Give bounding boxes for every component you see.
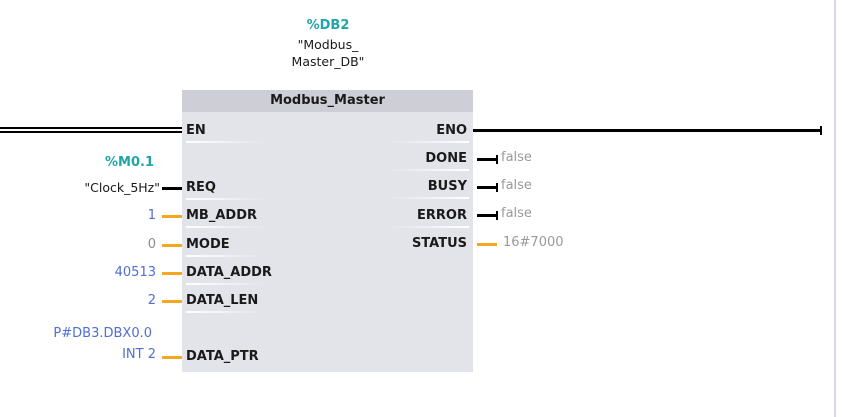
data-addr-value[interactable]: 40513 (114, 265, 156, 280)
data-len-value[interactable]: 2 (147, 293, 156, 308)
pin-en: EN (186, 123, 206, 138)
mode-value[interactable]: 0 (147, 237, 156, 252)
eno-wire (473, 129, 822, 132)
mode-wire (162, 244, 182, 247)
pin-req: REQ (186, 180, 216, 195)
pin-error: ERROR (417, 208, 467, 223)
pin-data-len: DATA_LEN (186, 293, 259, 308)
mb-addr-value[interactable]: 1 (147, 208, 156, 223)
busy-wire (477, 186, 497, 189)
pin-mode: MODE (186, 237, 230, 252)
mb-addr-wire (162, 215, 182, 218)
req-wire (162, 187, 182, 190)
instance-db-address[interactable]: %DB2 (306, 18, 350, 33)
data-ptr-value-line2[interactable]: INT 2 (122, 347, 156, 362)
done-value: false (501, 150, 532, 165)
status-value: 16#7000 (503, 235, 564, 250)
block-title: Modbus_Master (182, 90, 473, 112)
modbus-master-block[interactable]: Modbus_Master EN REQ MB_ADDR MODE DATA_A… (182, 90, 473, 372)
data-ptr-wire (162, 356, 182, 359)
pin-status: STATUS (411, 236, 467, 251)
done-wire (477, 158, 497, 161)
error-wire (477, 214, 497, 217)
error-value: false (501, 206, 532, 221)
instance-db-name-line1: "Modbus_ (297, 37, 359, 52)
right-power-rail (834, 0, 836, 417)
data-ptr-value-line1[interactable]: P#DB3.DBX0.0 (53, 326, 152, 341)
req-operand-name[interactable]: "Clock_5Hz" (84, 180, 160, 195)
power-rail-wire (0, 127, 182, 133)
req-operand-address[interactable]: %M0.1 (105, 155, 154, 170)
pin-mb-addr: MB_ADDR (186, 208, 257, 223)
data-len-wire (162, 300, 182, 303)
eno-wire-end (820, 126, 822, 135)
pin-done: DONE (425, 151, 467, 166)
data-addr-wire (162, 272, 182, 275)
status-wire (477, 243, 497, 246)
pin-data-addr: DATA_ADDR (186, 265, 272, 280)
pin-eno: ENO (436, 123, 467, 138)
instance-db-name[interactable]: "Modbus_ Master_DB" (258, 36, 398, 70)
pin-data-ptr: DATA_PTR (186, 349, 259, 364)
busy-value: false (501, 178, 532, 193)
pin-busy: BUSY (427, 179, 467, 194)
instance-db-name-line2: Master_DB" (291, 54, 365, 69)
